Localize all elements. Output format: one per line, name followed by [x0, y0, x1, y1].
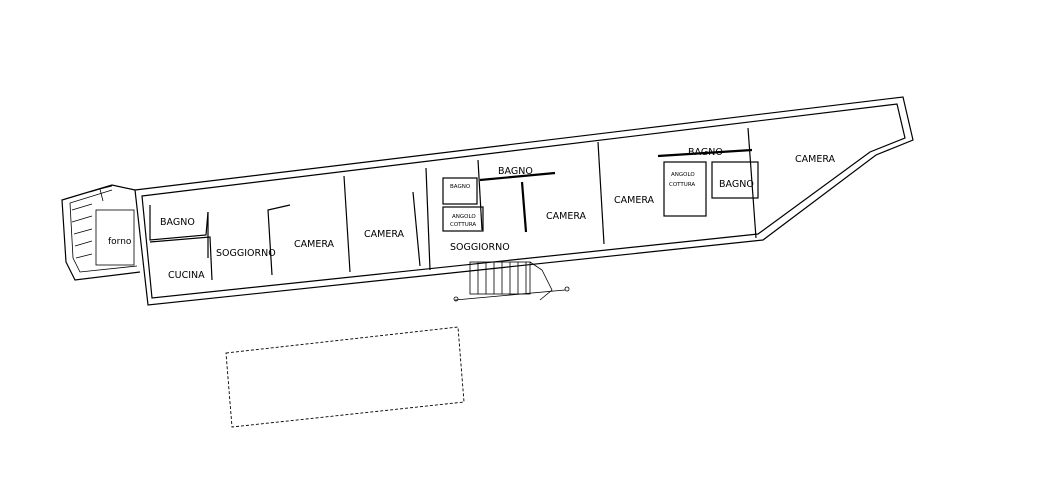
label-camera-4: CAMERA: [614, 195, 655, 206]
label-bagno-3: BAGNO: [688, 147, 723, 158]
label-cottura-1: COTTURA: [450, 222, 476, 228]
label-bagno-1: BAGNO: [160, 217, 195, 228]
forno-annex: [61, 184, 141, 281]
room-labels: forno BAGNO CUCINA SOGGIORNO CAMERA CAME…: [108, 147, 836, 281]
label-soggiorno-2: SOGGIORNO: [450, 242, 510, 253]
label-angolo-1: ANGOLO: [452, 214, 476, 220]
label-camera-2: CAMERA: [364, 229, 405, 240]
label-cottura-2: COTTURA: [669, 182, 695, 188]
label-camera-3: CAMERA: [546, 211, 587, 222]
label-bagno-2: BAGNO: [498, 166, 533, 177]
label-soggiorno-1: SOGGIORNO: [216, 248, 276, 259]
label-camera-5: CAMERA: [795, 154, 836, 165]
interior-walls: [149, 127, 759, 302]
dashed-site-area: [225, 326, 465, 428]
label-forno: forno: [108, 237, 132, 247]
label-bagno-4: BAGNO: [719, 179, 754, 190]
outer-walls: [134, 96, 914, 306]
label-cucina: CUCINA: [168, 270, 205, 281]
label-angolo-2: ANGOLO: [671, 172, 695, 178]
label-bagno-small: BAGNO: [450, 184, 471, 190]
label-camera-1: CAMERA: [294, 239, 335, 250]
